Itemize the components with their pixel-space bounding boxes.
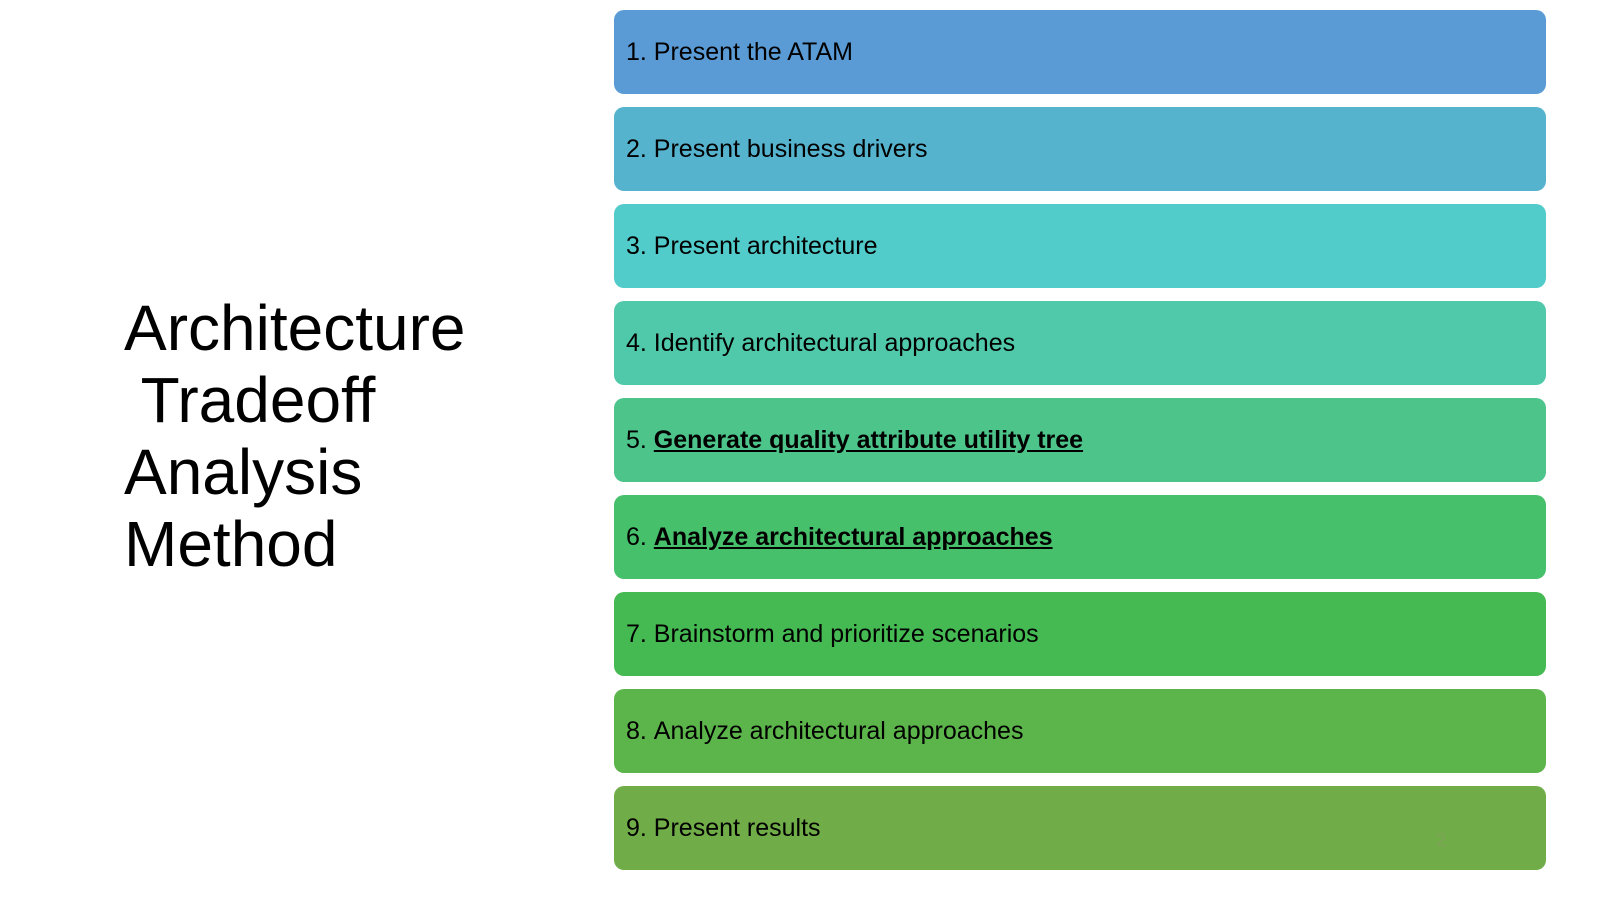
step-8[interactable]: 8. Analyze architectural approaches [614, 689, 1546, 773]
step-label: Present business drivers [653, 134, 928, 163]
step-6[interactable]: 6. Analyze architectural approaches [614, 495, 1546, 579]
step-number: 4. [626, 328, 654, 357]
step-label: Identify architectural approaches [653, 328, 1016, 357]
step-label: Present the ATAM [653, 37, 853, 66]
title-line-4: Method [124, 508, 338, 580]
step-5[interactable]: 5. Generate quality attribute utility tr… [614, 398, 1546, 482]
step-number: 2. [626, 134, 654, 163]
steps-list: 1. Present the ATAM 2. Present business … [614, 10, 1546, 883]
step-7[interactable]: 7. Brainstorm and prioritize scenarios [614, 592, 1546, 676]
step-number: 1. [626, 37, 654, 66]
step-1[interactable]: 1. Present the ATAM [614, 10, 1546, 94]
step-label: Present results [653, 813, 821, 842]
page-number: 2 [1436, 830, 1447, 850]
title-line-2: Tradeoff [124, 364, 376, 436]
step-number: 8. [626, 716, 654, 745]
step-label: Analyze architectural approaches [653, 522, 1053, 551]
step-number: 3. [626, 231, 654, 260]
title-line-3: Analysis [124, 436, 363, 508]
step-label: Generate quality attribute utility tree [653, 425, 1084, 454]
step-3[interactable]: 3. Present architecture [614, 204, 1546, 288]
step-label: Present architecture [653, 231, 878, 260]
step-4[interactable]: 4. Identify architectural approaches [614, 301, 1546, 385]
slide-title: Architecture Tradeoff Analysis Method [124, 292, 544, 580]
step-label: Brainstorm and prioritize scenarios [653, 619, 1039, 648]
step-number: 9. [626, 813, 654, 842]
step-9[interactable]: 9. Present results [614, 786, 1546, 870]
step-label: Analyze architectural approaches [653, 716, 1024, 745]
title-line-1: Architecture [124, 292, 466, 364]
step-number: 5. [626, 425, 654, 454]
step-2[interactable]: 2. Present business drivers [614, 107, 1546, 191]
step-number: 7. [626, 619, 654, 648]
step-number: 6. [626, 522, 654, 551]
